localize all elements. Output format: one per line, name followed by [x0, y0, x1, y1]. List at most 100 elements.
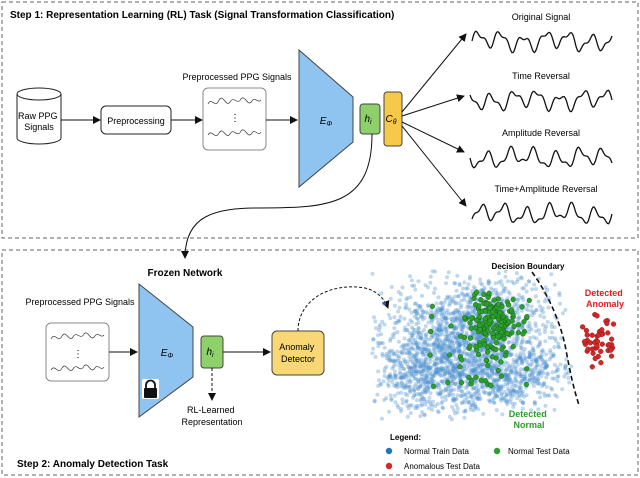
normal-train-point	[451, 311, 456, 316]
normal-train-point	[462, 280, 467, 285]
normal-train-point	[404, 398, 409, 403]
normal-train-point	[457, 343, 462, 348]
normal-train-point	[392, 369, 397, 374]
normal-train-point	[428, 377, 433, 381]
normal-train-point	[461, 342, 466, 347]
normal-train-point	[434, 370, 439, 375]
normal-train-point	[481, 287, 486, 292]
normal-train-point	[475, 371, 480, 376]
normal-train-point	[377, 325, 382, 330]
normal-train-point	[426, 320, 431, 325]
normal-train-point	[562, 374, 567, 379]
normal-train-point	[454, 347, 459, 352]
normal-train-point	[417, 336, 422, 341]
normal-train-point	[482, 371, 487, 376]
normal-train-point	[499, 384, 504, 389]
step1-preprocessed-wave-1	[207, 97, 262, 105]
normal-train-point	[446, 364, 451, 369]
normal-train-point	[444, 281, 448, 286]
normal-train-point	[476, 387, 481, 392]
normal-train-point	[459, 291, 464, 296]
normal-train-point	[524, 289, 529, 294]
normal-train-point	[389, 285, 394, 289]
normal-train-point	[507, 291, 512, 296]
anomalous-test-point	[592, 355, 598, 362]
normal-train-point	[402, 343, 407, 348]
normal-train-point	[486, 279, 491, 284]
normal-train-point	[403, 382, 408, 387]
normal-train-point	[441, 332, 445, 337]
normal-train-point	[519, 276, 524, 281]
raw-ppg-label: Raw PPG Signals	[18, 111, 60, 132]
normal-train-point	[519, 360, 524, 365]
normal-train-point	[461, 393, 466, 398]
normal-train-point	[464, 330, 469, 335]
normal-train-point	[413, 363, 418, 368]
normal-train-point	[418, 304, 423, 309]
normal-train-point	[404, 385, 409, 390]
normal-train-point	[449, 311, 453, 316]
normal-test-point	[508, 307, 515, 313]
normal-train-point	[551, 353, 556, 358]
normal-train-point	[415, 330, 420, 335]
normal-train-point	[464, 351, 469, 356]
normal-train-point	[450, 348, 455, 353]
normal-train-point	[532, 375, 537, 380]
normal-train-point	[416, 326, 421, 331]
normal-train-point	[420, 395, 425, 400]
normal-train-point	[377, 323, 382, 327]
normal-train-point	[533, 369, 538, 374]
normal-train-point	[420, 317, 425, 322]
normal-train-point	[434, 361, 439, 365]
normal-train-point	[492, 371, 496, 376]
normal-train-point	[515, 356, 520, 361]
normal-train-point	[458, 305, 463, 310]
normal-train-point	[519, 308, 524, 313]
normal-train-point	[456, 388, 461, 392]
normal-train-point	[520, 378, 525, 383]
normal-test-point	[520, 331, 526, 337]
normal-train-point	[495, 372, 499, 377]
normal-train-point	[405, 351, 409, 356]
normal-train-point	[510, 387, 515, 392]
normal-train-point	[499, 398, 503, 403]
normal-train-point	[402, 328, 407, 333]
normal-train-point	[443, 315, 448, 319]
normal-train-point	[536, 344, 540, 349]
normal-train-point	[414, 371, 419, 376]
normal-train-point	[437, 368, 442, 373]
normal-train-point	[538, 354, 543, 359]
normal-train-point	[445, 349, 450, 354]
normal-train-point	[437, 332, 442, 337]
normal-train-point	[422, 397, 427, 401]
normal-train-point	[517, 370, 522, 375]
normal-train-point	[417, 305, 422, 310]
normal-train-point	[558, 362, 563, 367]
normal-train-point	[439, 307, 444, 312]
normal-train-point	[487, 391, 492, 396]
normal-test-points	[427, 289, 532, 389]
normal-train-point	[432, 373, 437, 378]
normal-test-point	[498, 322, 504, 329]
normal-train-point	[457, 374, 461, 379]
normal-train-point	[434, 370, 439, 375]
normal-train-point	[452, 349, 457, 354]
normal-train-point	[412, 283, 417, 288]
normal-test-point	[503, 352, 509, 359]
normal-train-point	[496, 280, 501, 285]
normal-train-point	[457, 341, 462, 346]
normal-train-point	[497, 389, 502, 394]
normal-train-point	[564, 371, 568, 376]
normal-train-point	[421, 378, 426, 383]
normal-train-point	[518, 275, 523, 280]
normal-train-point	[517, 372, 522, 377]
normal-train-point	[520, 295, 525, 299]
normal-train-point	[424, 364, 429, 369]
normal-train-point	[446, 384, 451, 389]
normal-train-point	[467, 352, 472, 357]
normal-train-point	[416, 320, 421, 325]
normal-train-point	[401, 347, 406, 352]
normal-train-point	[537, 381, 542, 386]
normal-train-point	[460, 389, 465, 394]
normal-train-point	[471, 401, 476, 406]
